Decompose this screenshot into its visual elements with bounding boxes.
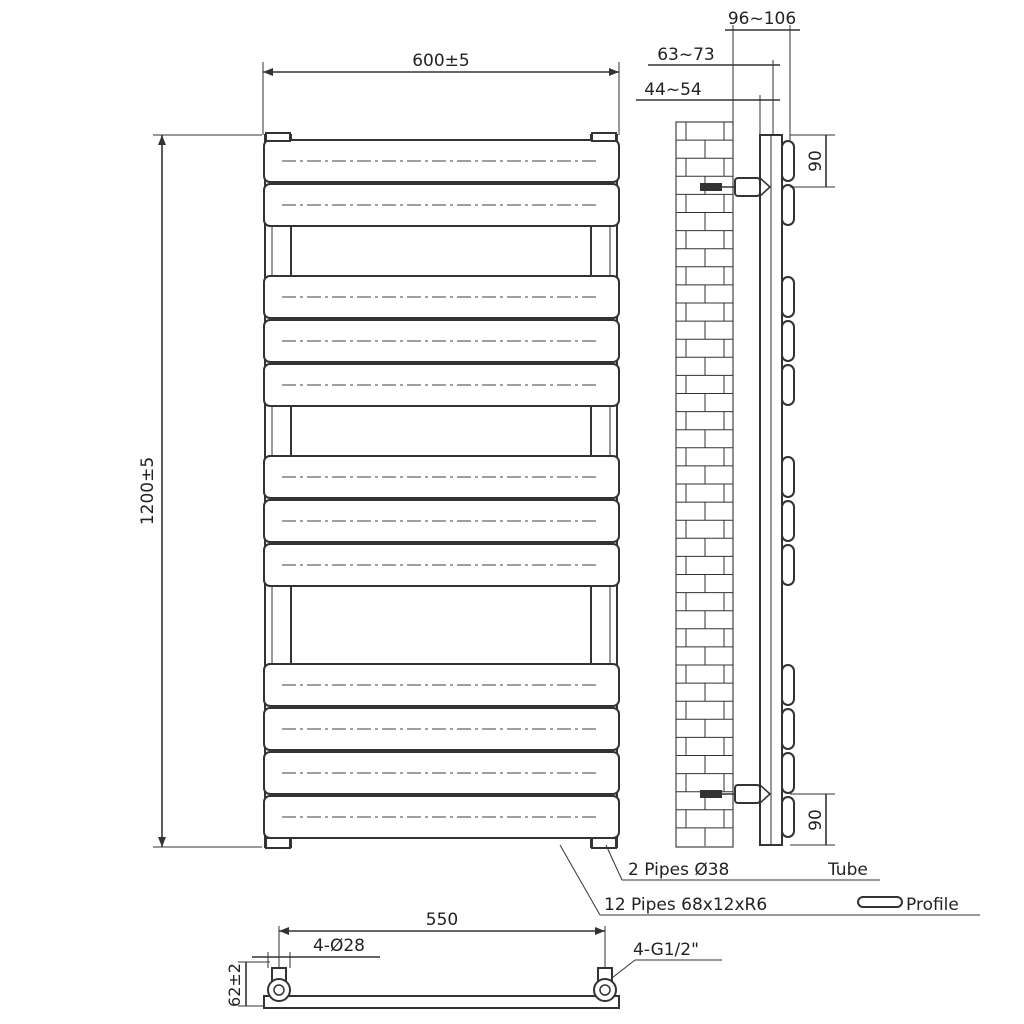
brick-wall	[675, 121, 734, 848]
front-bar	[263, 275, 620, 319]
top-wall-bracket	[700, 177, 772, 197]
profile-callout-word: Profile	[906, 895, 959, 915]
side-fin	[781, 140, 795, 182]
side-fin	[781, 796, 795, 838]
front-bar	[263, 499, 620, 543]
side-fin	[781, 664, 795, 706]
side-fin	[781, 456, 795, 498]
front-view: 600±5 1200±5	[138, 51, 620, 849]
front-bar	[263, 139, 620, 183]
left-post-cap	[265, 132, 291, 142]
right-valve	[593, 967, 617, 1002]
side-view: 96~106 63~73 44~54 90 90	[636, 9, 835, 848]
height-label: 1200±5	[138, 457, 158, 525]
thread-label: 4-G1/2"	[633, 940, 699, 960]
bottom-wall-bracket	[700, 784, 772, 804]
bottom-spacing-label: 90	[806, 809, 826, 831]
bottom-view: 550 4-Ø28 4-G1/2" 62±2	[225, 910, 722, 1009]
profile-shape-icon	[857, 896, 903, 908]
profile-callout-text: 12 Pipes 68x12xR6	[604, 895, 767, 915]
front-bar	[263, 707, 620, 751]
top-spacing-label: 90	[806, 150, 826, 172]
side-fin	[781, 708, 795, 750]
width-label: 600±5	[412, 51, 470, 71]
front-bar	[263, 795, 620, 839]
front-bar	[263, 543, 620, 587]
side-fin	[781, 752, 795, 794]
left-valve	[267, 967, 291, 1002]
side-fins-group	[781, 140, 795, 838]
front-bars-group	[263, 132, 620, 849]
depth-inner-label: 44~54	[644, 80, 702, 100]
offset-label: 62±2	[225, 963, 244, 1007]
side-fin	[781, 320, 795, 362]
front-bar	[263, 455, 620, 499]
depth-mid-label: 63~73	[657, 45, 715, 65]
side-fin	[781, 544, 795, 586]
centres-label: 550	[426, 910, 458, 930]
right-post-cap	[591, 132, 617, 142]
front-bar	[263, 319, 620, 363]
front-bar	[263, 183, 620, 227]
side-fin	[781, 500, 795, 542]
side-fin	[781, 364, 795, 406]
tube-callout-text: 2 Pipes Ø38	[628, 860, 729, 880]
left-post-foot	[265, 837, 291, 849]
side-fin	[781, 184, 795, 226]
tube-callout-word: Tube	[827, 860, 868, 880]
pipe-label: 4-Ø28	[313, 936, 365, 956]
callouts: 2 Pipes Ø38 Tube 12 Pipes 68x12xR6 Profi…	[559, 844, 980, 916]
right-post-foot	[591, 837, 617, 849]
front-bar	[263, 363, 620, 407]
front-bar	[263, 663, 620, 707]
side-fin	[781, 276, 795, 318]
depth-outer-label: 96~106	[728, 9, 796, 29]
bottom-plate	[263, 995, 620, 1009]
front-bar	[263, 751, 620, 795]
